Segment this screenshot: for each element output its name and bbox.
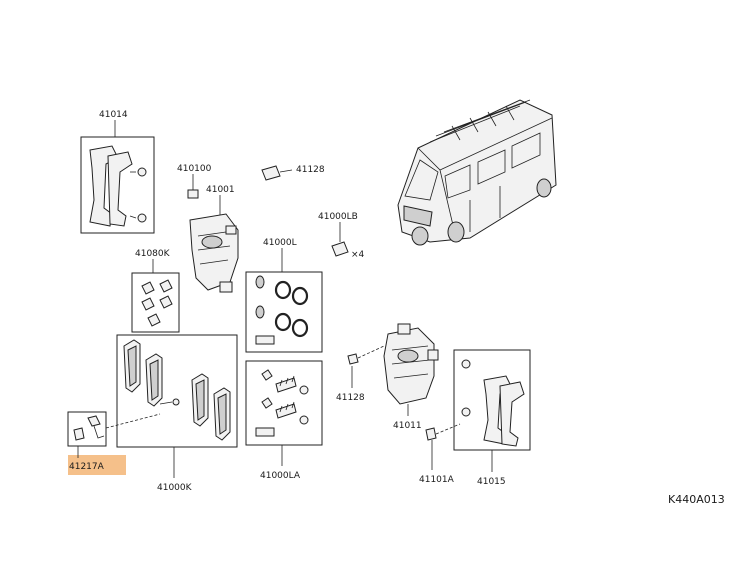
group-41014 xyxy=(80,120,155,234)
highlight-41217a xyxy=(68,455,126,475)
van-illustration xyxy=(397,99,557,246)
label-41001: 41001 xyxy=(206,185,235,195)
group-41015 xyxy=(453,349,531,451)
label-41128-mid: 41128 xyxy=(336,393,365,403)
label-410100: 410100 xyxy=(177,164,212,174)
label-41011: 41011 xyxy=(393,421,422,431)
group-41080k xyxy=(131,272,180,333)
caliper-41001 xyxy=(189,213,239,293)
group-41217a xyxy=(67,411,107,447)
group-41000l xyxy=(245,271,323,353)
reference-code: K440A013 xyxy=(668,493,725,506)
label-41015: 41015 xyxy=(477,477,506,487)
label-41217a: 41217A xyxy=(69,462,105,472)
label-41014: 41014 xyxy=(99,110,128,120)
label-41101a: 41101A xyxy=(419,475,455,485)
label-41000la: 41000LA xyxy=(260,471,301,481)
group-41000k xyxy=(116,334,238,448)
label-41000lb: 41000LB xyxy=(318,212,358,222)
label-41080k: 41080K xyxy=(135,249,171,259)
group-41000la xyxy=(245,360,323,446)
label-qty-x4: ×4 xyxy=(351,250,365,260)
pin-41128-top xyxy=(261,165,293,181)
caliper-41011 xyxy=(383,323,439,405)
label-41000l: 41000L xyxy=(263,238,297,248)
label-41128-top: 41128 xyxy=(296,165,325,175)
label-41000k: 41000K xyxy=(157,483,193,493)
